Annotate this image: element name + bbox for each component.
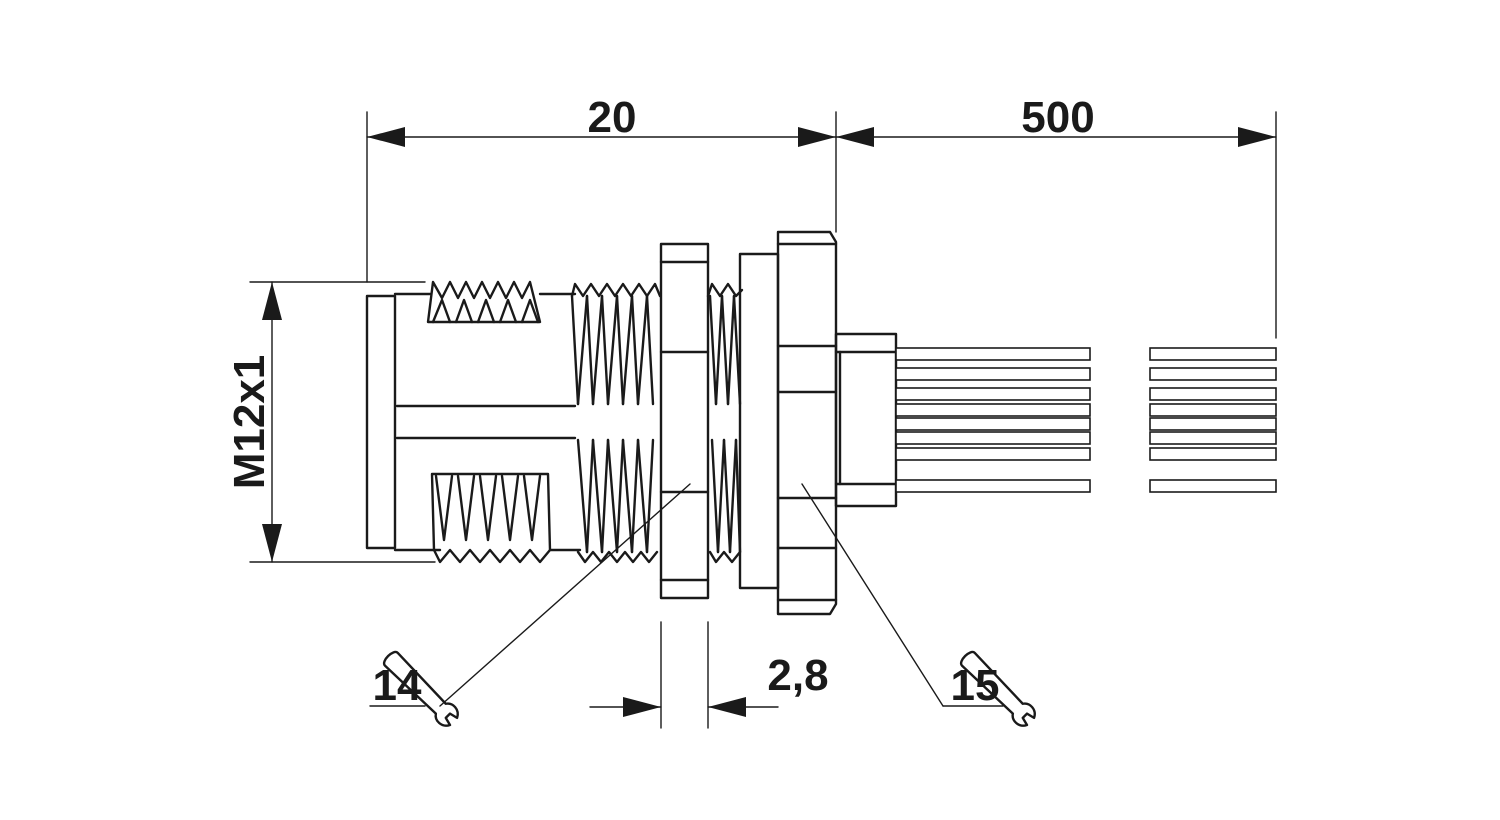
wire-strand [1149,417,1277,431]
wire-strand [895,367,1091,381]
hex-nut-front [659,242,710,600]
wire-bundle-near [895,347,1091,493]
wire-strand [895,431,1091,445]
thread-lower [576,438,659,564]
wire-strand [1149,479,1277,493]
wire-strand [895,447,1091,461]
knurl-upper [426,280,542,324]
dimension-panel-thickness: 2,8 [589,621,829,729]
wire-strand [895,347,1091,361]
front-face [365,294,397,550]
dimension-label-m12x1: M12x1 [225,355,274,490]
leader-line-15 [801,483,944,707]
knurl-lower [430,472,552,564]
arrowhead [798,127,836,147]
arrowhead [708,697,746,717]
wire-strand [1149,387,1277,401]
hex-nut-rear [776,230,838,616]
thread-mid-lower [708,438,742,564]
rear-stub [834,332,898,508]
panel-washer [738,252,780,590]
callout-label-15: 15 [951,661,1000,710]
wire-strand [895,387,1091,401]
wrench-icon [382,650,459,727]
wire-strand [895,417,1091,431]
wire-bundle-far [1149,347,1277,493]
dimension-label-2-8: 2,8 [767,651,828,700]
thread-upper [570,282,662,406]
wire-strand [1149,367,1277,381]
wrench-icon [959,650,1036,727]
body-edge [393,292,442,552]
wire-strand [1149,431,1277,445]
arrowhead [836,127,874,147]
dimension-length-20: 20 [366,93,837,283]
dimension-length-500: 500 [835,93,1277,339]
leader-line-14 [439,483,691,707]
arrowhead [623,697,661,717]
arrowhead [1238,127,1276,147]
wire-strand [1149,403,1277,417]
callout-label-14: 14 [373,661,422,710]
dimension-label-500: 500 [1021,93,1094,142]
wire-strand [895,403,1091,417]
dimension-label-20: 20 [588,93,637,142]
thread-mid-upper [706,282,744,406]
arrowhead [367,127,405,147]
wire-strand [1149,347,1277,361]
arrowhead [262,282,282,320]
connector-body [365,230,898,616]
wire-strand [1149,447,1277,461]
wire-strand [895,479,1091,493]
dimension-thread-m12x1: M12x1 [225,281,436,563]
arrowhead [262,524,282,562]
